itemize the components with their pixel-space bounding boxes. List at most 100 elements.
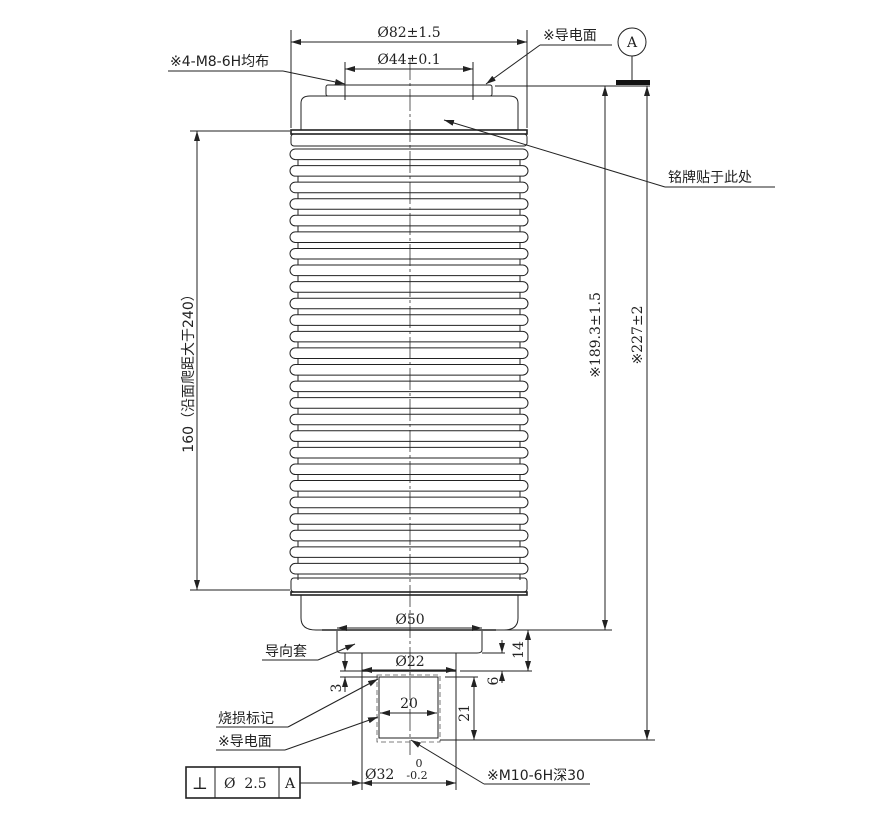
rib-groove — [297, 341, 521, 348]
insulator-rib — [289, 562, 529, 575]
rib-groove — [297, 507, 521, 514]
annotation-guide-sleeve: 导向套 — [262, 643, 356, 661]
annotation-bottom-conductive-face: ※导电面 — [216, 716, 379, 751]
rib-groove — [297, 308, 521, 315]
corrugated-insulator-body — [289, 148, 529, 580]
svg-text:※227±2: ※227±2 — [630, 305, 646, 364]
svg-text:14: 14 — [511, 641, 527, 659]
dim-outer-diameter: Ø82±1.5 — [290, 25, 528, 128]
dim-stem-length: 21 — [445, 676, 478, 740]
rib-groove — [297, 159, 521, 166]
insulator-rib — [289, 148, 529, 161]
svg-text:※189.3±1.5: ※189.3±1.5 — [588, 292, 604, 378]
rib-groove — [297, 192, 521, 199]
rib-groove — [297, 491, 521, 498]
rib-groove — [297, 225, 521, 232]
svg-text:※导电面: ※导电面 — [543, 28, 597, 44]
dim-body-height: ※189.3±1.5 — [520, 86, 612, 631]
svg-text:铭牌贴于此处: 铭牌贴于此处 — [668, 169, 752, 186]
rib-groove — [297, 457, 521, 464]
svg-text:0: 0 — [416, 757, 423, 770]
annotation-top-conductive-face: ※导电面 — [485, 28, 612, 85]
outer-diameter-label: Ø82±1.5 — [377, 25, 440, 41]
insulator-rib — [289, 214, 529, 227]
insulator-rib — [289, 314, 529, 326]
svg-text:Ø50: Ø50 — [395, 612, 424, 628]
insulator-rib — [289, 463, 529, 476]
insulator-rib — [289, 330, 529, 343]
rib-groove — [297, 391, 521, 398]
rib-groove — [297, 292, 521, 299]
insulator-rib — [289, 165, 529, 177]
svg-text:21: 21 — [457, 704, 473, 722]
insulator-rib — [289, 446, 529, 459]
rib-groove — [297, 209, 521, 216]
dim-stem-diameter: Ø32 0 -0.2 — [362, 757, 456, 786]
rib-groove — [297, 259, 521, 266]
insulator-rib — [289, 380, 529, 393]
terminal-diameter-label: Ø44±0.1 — [377, 52, 440, 68]
datum-a: A — [495, 27, 650, 87]
insulator-rib — [289, 264, 529, 277]
svg-text:Ø22: Ø22 — [395, 654, 424, 670]
insulator-rib — [289, 297, 529, 310]
insulator-rib — [289, 247, 529, 260]
rib-groove — [297, 540, 521, 547]
rib-groove — [297, 574, 521, 580]
dim-guide: Ø22 — [362, 654, 456, 673]
insulator-rib — [289, 413, 529, 426]
annotation-nameplate: 铭牌贴于此处 — [443, 119, 775, 188]
insulator-rib — [289, 529, 529, 542]
insulator-rib — [289, 181, 529, 194]
rib-groove — [297, 375, 521, 382]
svg-text:※M10-6H深30: ※M10-6H深30 — [487, 768, 585, 784]
dim-terminal-diameter: Ø44±0.1 — [344, 52, 474, 100]
annotation-top-threads: ※4-M8-6H均布 — [168, 54, 346, 85]
rib-groove — [297, 441, 521, 448]
svg-text:Ø 2.5: Ø 2.5 — [224, 776, 267, 792]
rib-groove — [297, 275, 521, 282]
svg-text:A: A — [626, 35, 638, 51]
insulator-rib — [289, 480, 529, 492]
insulator-rib — [289, 513, 529, 525]
svg-text:⊥: ⊥ — [192, 774, 208, 794]
rib-groove — [297, 557, 521, 564]
svg-text:※导电面: ※导电面 — [218, 734, 272, 750]
insulator-rib — [289, 430, 529, 442]
dim-creepage-height: 160（沿面爬距大于240） — [181, 130, 290, 591]
dim-bottom-plate: Ø50 — [337, 612, 482, 631]
rib-groove — [297, 325, 521, 332]
insulator-rib — [289, 281, 529, 293]
rib-groove — [297, 524, 521, 531]
insulator-rib — [289, 347, 529, 359]
insulator-rib — [289, 198, 529, 210]
perpendicularity-tolerance-frame: ⊥ Ø 2.5 A — [185, 766, 362, 799]
insulator-rib — [289, 397, 529, 409]
dim-bore-width: 20 — [380, 696, 437, 716]
dim-total-height: ※227±2 — [440, 86, 655, 741]
svg-text:A: A — [284, 776, 296, 792]
svg-text:6: 6 — [486, 676, 502, 685]
svg-text:烧损标记: 烧损标记 — [218, 711, 274, 727]
insulator-rib — [289, 364, 529, 376]
rib-groove — [297, 358, 521, 365]
svg-text:导向套: 导向套 — [265, 644, 307, 660]
dim-guide-height: 14 6 — [460, 629, 532, 685]
insulator-rib — [289, 546, 529, 558]
svg-text:160（沿面爬距大于240）: 160（沿面爬距大于240） — [181, 287, 197, 452]
rib-groove — [297, 408, 521, 415]
svg-text:Ø32: Ø32 — [365, 767, 394, 783]
rib-groove — [297, 474, 521, 481]
annotation-bottom-thread: ※M10-6H深30 — [410, 739, 590, 785]
top-terminal — [290, 84, 528, 147]
dim-step-3: 3 — [329, 653, 378, 692]
svg-text:-0.2: -0.2 — [406, 769, 427, 782]
svg-text:3: 3 — [329, 684, 345, 693]
svg-text:20: 20 — [400, 696, 418, 712]
rib-groove — [297, 176, 521, 183]
insulator-rib — [289, 496, 529, 509]
rib-groove — [297, 242, 521, 249]
insulator-rib — [289, 231, 529, 243]
rib-groove — [297, 424, 521, 431]
